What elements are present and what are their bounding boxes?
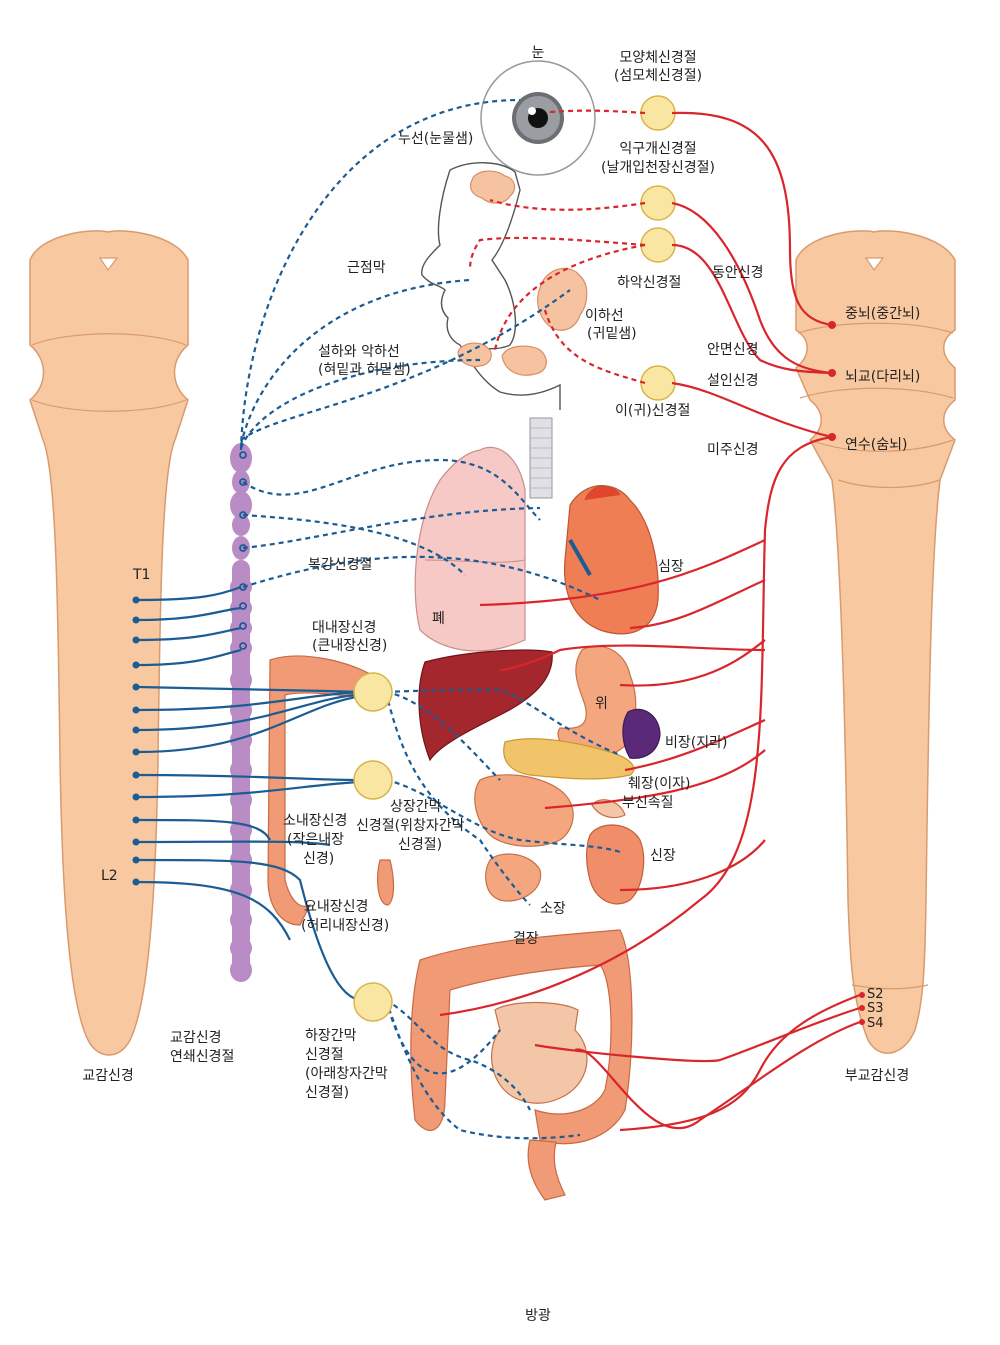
label-lesser-splanchnic-1: 소내장신경	[283, 813, 347, 829]
label-kidney: 신장	[650, 848, 676, 864]
label-L2: L2	[101, 868, 118, 884]
parasympathetic-pathways	[439, 109, 861, 1132]
pancreas	[503, 738, 635, 780]
label-lumbar-splanchnic-alt: (허리내장신경)	[301, 918, 389, 934]
small-intestine	[474, 774, 574, 902]
kidney	[586, 799, 645, 905]
label-S4: S4	[867, 1016, 884, 1031]
spleen	[622, 708, 661, 759]
label-heart: 심장	[658, 559, 684, 575]
label-pancreas: 췌장(이자)	[628, 776, 690, 792]
label-S3: S3	[867, 1001, 884, 1016]
eye	[480, 60, 596, 176]
label-lesser-splanchnic-2: (작은내장	[287, 832, 344, 848]
lacrimal-gland	[469, 170, 516, 204]
salivary-glands	[457, 342, 547, 376]
label-vagus: 미주신경	[707, 442, 759, 458]
label-lumbar-splanchnic: 요내장신경	[304, 899, 368, 915]
label-superior-mesenteric-1: 상장간막	[390, 799, 442, 815]
label-sympathetic-chain-2: 연쇄신경절	[170, 1049, 234, 1065]
label-eye: 눈	[532, 45, 545, 61]
label-inferior-mesenteric-3: (아래창자간막	[305, 1066, 388, 1082]
brainstem-nuclei	[828, 321, 865, 1025]
label-submandibular-ganglion: 하악신경절	[617, 275, 681, 291]
label-facial: 안면신경	[707, 342, 759, 358]
label-greater-splanchnic: 대내장신경	[312, 620, 376, 636]
label-sympathetic: 교감신경	[82, 1068, 134, 1084]
label-parotid-alt: (귀밑샘)	[587, 326, 637, 342]
label-inferior-mesenteric-1: 하장간막	[305, 1028, 357, 1044]
label-inferior-mesenteric-4: 신경절)	[305, 1085, 349, 1101]
label-glossopharyngeal: 설인신경	[707, 373, 759, 389]
label-stomach: 위	[595, 696, 608, 712]
label-ciliary-ganglion-alt: (섬모체신경절)	[614, 68, 702, 84]
label-greater-splanchnic-alt: (큰내장신경)	[312, 638, 387, 654]
label-otic-ganglion: 이(귀)신경절	[615, 403, 690, 419]
lung	[414, 446, 526, 652]
label-small-intestine: 소장	[540, 901, 566, 917]
label-nasal-mucosa: 근점막	[347, 260, 386, 276]
label-lacrimal: 누선(눈물샘)	[398, 131, 473, 147]
label-superior-mesenteric-2: 신경절(위창자간막	[356, 818, 465, 834]
bladder	[491, 1001, 588, 1104]
label-midbrain: 중뇌(중간뇌)	[845, 306, 920, 322]
label-superior-mesenteric-3: 신경절)	[398, 837, 442, 853]
trachea	[529, 417, 553, 499]
label-sympathetic-chain-1: 교감신경	[170, 1030, 222, 1046]
label-lesser-splanchnic-3: 신경)	[303, 851, 334, 867]
label-S2: S2	[867, 987, 884, 1002]
label-T1: T1	[132, 567, 150, 583]
label-bladder: 방광	[525, 1308, 551, 1324]
label-parotid: 이하선	[585, 308, 624, 324]
sympathetic-chain-ganglia	[230, 443, 252, 982]
label-ciliary-ganglion: 모양체신경절	[619, 50, 696, 66]
label-pons: 뇌교(다리뇌)	[845, 369, 920, 385]
parotid-gland	[537, 267, 588, 331]
label-sublingual-alt: (혀밑과 혀밑샘)	[318, 362, 411, 378]
labels: 눈 모양체신경절 (섬모체신경절) 누선(눈물샘) 익구개신경절 (날개입천장신…	[82, 45, 920, 1324]
label-lung: 폐	[432, 611, 445, 627]
parasympathetic-spinal-cord	[795, 230, 956, 1054]
sympathetic-segment-dots	[132, 596, 140, 886]
label-pterygopalatine: 익구개신경절	[619, 141, 696, 157]
liver	[418, 649, 553, 762]
sympathetic-spinal-cord	[29, 230, 189, 1056]
label-colon: 결장	[513, 931, 539, 947]
label-medulla: 연수(숨뇌)	[845, 437, 907, 453]
label-celiac-ganglion: 복강신경절	[308, 557, 372, 573]
label-pterygopalatine-alt: (날개입천장신경절)	[601, 160, 715, 176]
sympathetic-pathways	[137, 98, 621, 1140]
label-adrenal: 부신속질	[622, 795, 674, 811]
label-inferior-mesenteric-2: 신경절	[305, 1047, 344, 1063]
heart	[563, 485, 659, 635]
label-spleen: 비장(지라)	[665, 735, 727, 751]
label-sublingual: 설하와 악하선	[318, 344, 400, 360]
label-parasympathetic: 부교감신경	[845, 1068, 909, 1084]
label-oculomotor: 동안신경	[712, 265, 764, 281]
ganglia	[353, 95, 676, 1022]
